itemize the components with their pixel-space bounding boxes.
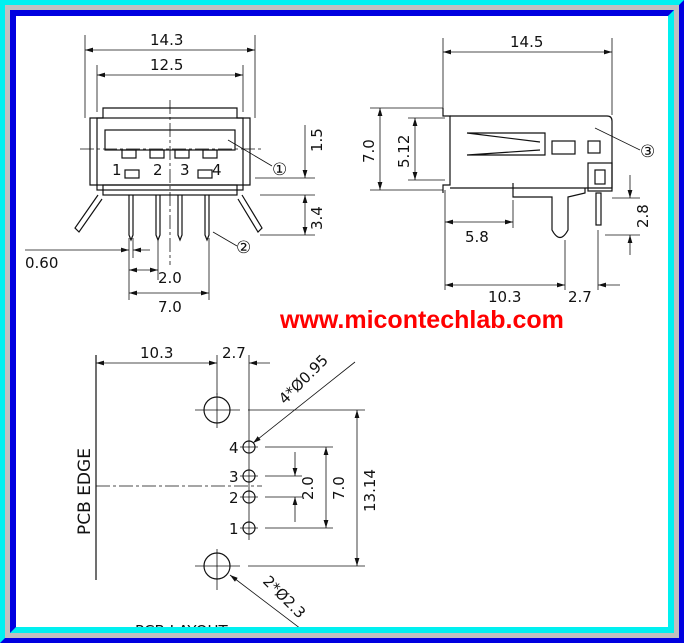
- dim-0-60: 0.60: [25, 254, 58, 272]
- watermark-url: www.micontechlab.com: [279, 306, 564, 334]
- front-pin-label-1: 1: [112, 161, 122, 179]
- front-view: 14.3 12.5 1 2 3 4 ① ② 1.5 3.4 0.60 2.0 7…: [25, 31, 326, 316]
- dim-2-0-pcb: 2.0: [299, 476, 317, 500]
- drawing-canvas: 14.3 12.5 1 2 3 4 ① ② 1.5 3.4 0.60 2.0 7…: [10, 10, 674, 633]
- dim-14-3: 14.3: [150, 31, 183, 49]
- technical-drawing: 14.3 12.5 1 2 3 4 ① ② 1.5 3.4 0.60 2.0 7…: [25, 31, 655, 633]
- pcb-edge-label: PCB EDGE: [75, 448, 95, 535]
- dim-5-12: 5.12: [395, 135, 413, 168]
- dim-14-5: 14.5: [510, 33, 543, 51]
- dim-10-3-pcb: 10.3: [140, 344, 173, 362]
- pcb-pin-label-1: 1: [229, 520, 239, 538]
- dim-7-0-side: 7.0: [360, 139, 378, 163]
- mount-hole-spec: 2*Ø2.3: [259, 572, 309, 622]
- dim-1-5: 1.5: [308, 128, 326, 152]
- dim-13-14: 13.14: [361, 469, 379, 512]
- dim-3-4: 3.4: [308, 206, 326, 230]
- callout-1: ①: [272, 160, 287, 180]
- callout-3: ③: [640, 142, 655, 162]
- front-pin-label-2: 2: [153, 161, 163, 179]
- dim-2-8: 2.8: [634, 204, 652, 228]
- front-pin-label-4: 4: [212, 161, 222, 179]
- pcb-pin-label-3: 3: [229, 468, 239, 486]
- pcb-pin-label-2: 2: [229, 489, 239, 507]
- callout-2: ②: [236, 238, 251, 258]
- dim-2-7-pcb: 2.7: [222, 344, 246, 362]
- dim-5-8: 5.8: [465, 228, 489, 246]
- front-pin-label-3: 3: [180, 161, 190, 179]
- dim-12-5: 12.5: [150, 56, 183, 74]
- dim-2-7-side: 2.7: [568, 288, 592, 306]
- pcb-layout-title: PCB LAYOUT: [135, 622, 229, 633]
- pcb-pin-label-4: 4: [229, 439, 239, 457]
- dim-7-0-pcb: 7.0: [330, 476, 348, 500]
- dim-7-0: 7.0: [158, 298, 182, 316]
- dim-2-0: 2.0: [158, 269, 182, 287]
- dim-10-3-side: 10.3: [488, 288, 521, 306]
- side-view: 14.5 ③ 7.0 5.12 5.8 10.3 2.7 2.8: [360, 33, 655, 306]
- pin-hole-spec: 4*Ø0.95: [275, 351, 332, 408]
- pcb-layout: PCB EDGE 10.3 2.7 4 3 2 1 13.14 7.0 2.0 …: [75, 344, 379, 633]
